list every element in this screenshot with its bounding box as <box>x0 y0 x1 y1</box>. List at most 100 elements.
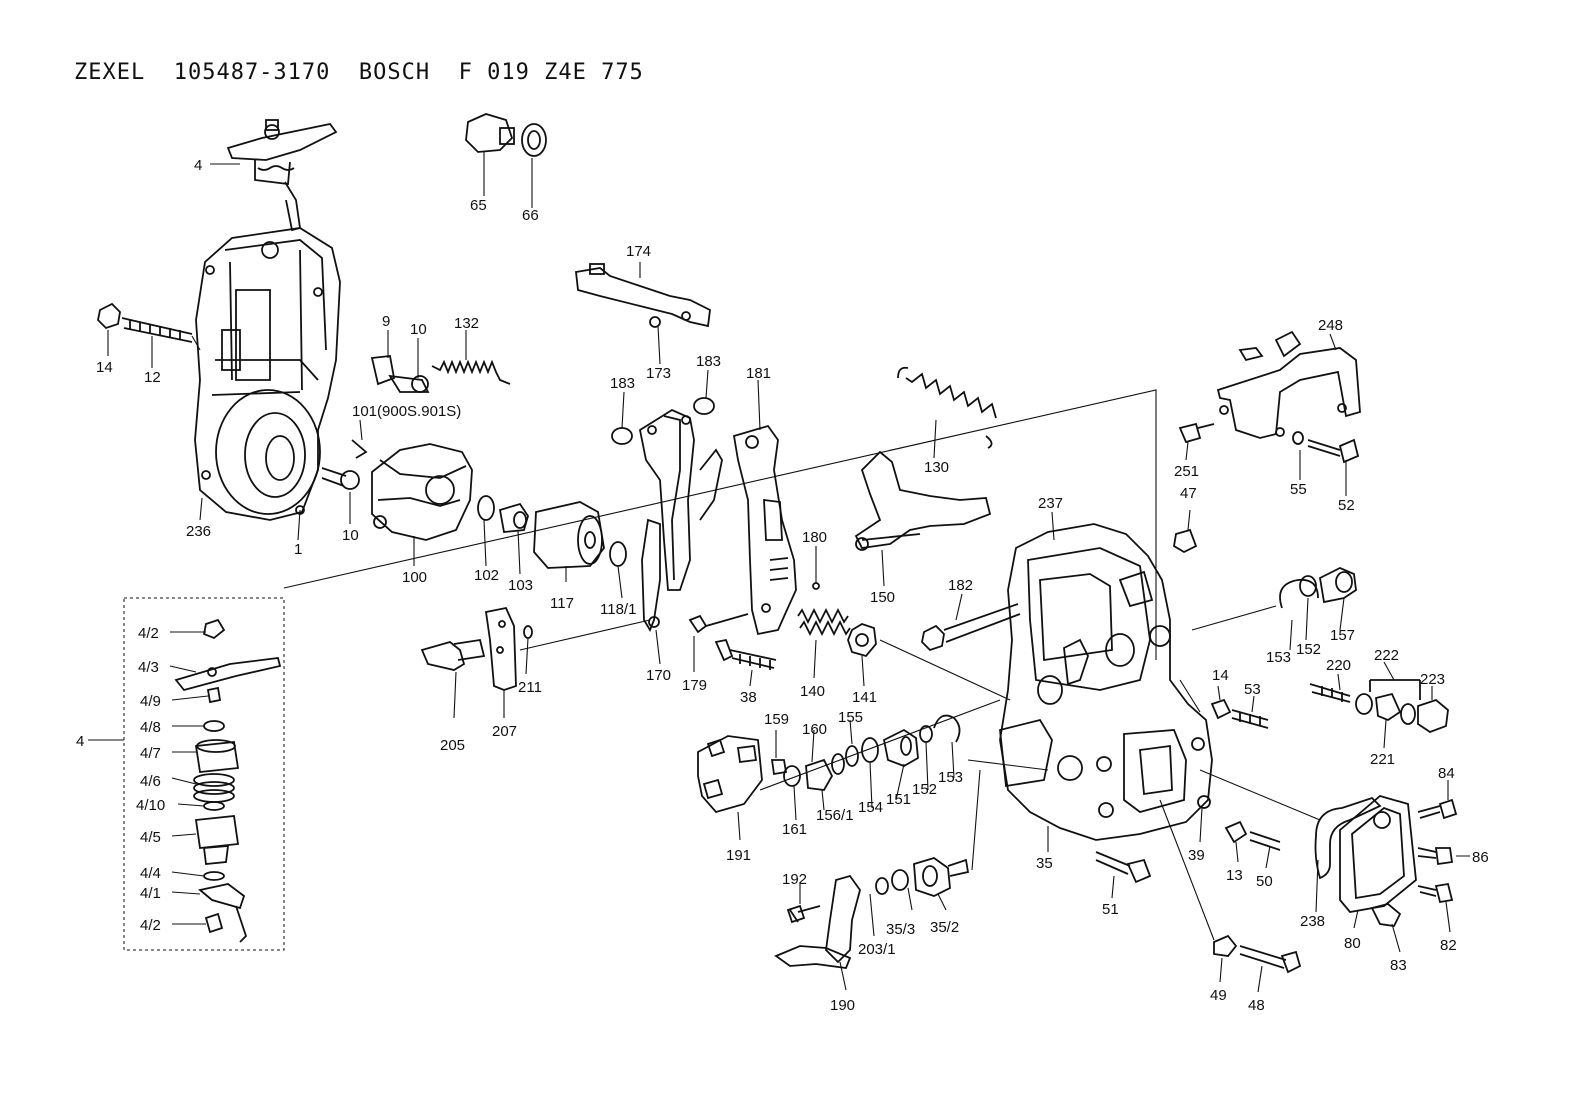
callout-80: 80 <box>1344 935 1361 952</box>
shaft-parts-102-103-117-118 <box>477 495 627 569</box>
bracket-248 <box>1178 330 1361 464</box>
callout-155: 155 <box>838 709 863 726</box>
callout-222: 222 <box>1374 647 1399 664</box>
callout-103: 103 <box>508 577 533 594</box>
callout-10-upper: 10 <box>410 321 427 338</box>
governor-housing <box>194 227 341 521</box>
callout-220: 220 <box>1326 657 1351 674</box>
callout-35-2: 35/2 <box>930 919 959 936</box>
callout-183-right: 183 <box>696 353 721 370</box>
callout-83: 83 <box>1390 957 1407 974</box>
callout-152-left: 152 <box>912 781 937 798</box>
callout-49: 49 <box>1210 987 1227 1004</box>
callout-65: 65 <box>470 197 487 214</box>
clip-153-oring-152-plug-157 <box>1279 567 1357 609</box>
callout-labels: 4 65 66 174 14 12 9 10 132 173 183 183 1… <box>76 157 1489 1014</box>
block-191 <box>697 735 763 814</box>
callout-161: 161 <box>782 821 807 838</box>
callout-4: 4 <box>194 157 202 174</box>
callout-170: 170 <box>646 667 671 684</box>
callout-12: 12 <box>144 369 161 386</box>
callout-13: 13 <box>1226 867 1243 884</box>
callout-223: 223 <box>1420 671 1445 688</box>
diagram-title: ZEXEL 105487-3170 BOSCH F 019 Z4E 775 <box>74 60 644 85</box>
callout-4-3: 4/3 <box>138 659 159 676</box>
callout-191: 191 <box>726 847 751 864</box>
pin-205-plate-207-clip-211 <box>420 606 533 691</box>
bracket-174 <box>575 263 711 328</box>
callout-52: 52 <box>1338 497 1355 514</box>
callout-53: 53 <box>1244 681 1261 698</box>
callout-117: 117 <box>550 595 574 612</box>
callout-1: 1 <box>294 541 302 558</box>
callout-39: 39 <box>1188 847 1205 864</box>
callout-4-8: 4/8 <box>140 719 161 736</box>
lever-assembly-170 <box>611 397 723 633</box>
callout-35: 35 <box>1036 855 1053 872</box>
callout-4-7: 4/7 <box>140 745 161 762</box>
callout-4-9: 4/9 <box>140 693 161 710</box>
callout-150: 150 <box>870 589 895 606</box>
callout-4-5: 4/5 <box>140 829 161 846</box>
leader-lines <box>88 152 1470 993</box>
callout-48: 48 <box>1248 997 1265 1014</box>
callout-4-10: 4/10 <box>136 797 165 814</box>
callout-181: 181 <box>746 365 771 382</box>
part-4-lever-assembly <box>226 119 338 232</box>
callout-4-2-top: 4/2 <box>138 625 159 642</box>
callout-221: 221 <box>1370 751 1395 768</box>
bolt-182 <box>921 603 1021 652</box>
callout-35-3: 35/3 <box>886 921 915 938</box>
cylinder-parts-151-161 <box>770 714 961 791</box>
callout-14-right: 14 <box>1212 667 1229 684</box>
plug-65-washer-66 <box>465 113 547 157</box>
callout-102: 102 <box>474 567 499 584</box>
callout-238: 238 <box>1300 913 1325 930</box>
lever-181 <box>732 424 820 636</box>
callout-100: 100 <box>402 569 427 586</box>
callout-86: 86 <box>1472 849 1489 866</box>
callout-173: 173 <box>646 365 671 382</box>
callout-153-left: 153 <box>938 769 963 786</box>
callout-205: 205 <box>440 737 465 754</box>
callout-132: 132 <box>454 315 479 332</box>
callout-157: 157 <box>1330 627 1355 644</box>
callout-130: 130 <box>924 459 949 476</box>
callout-174: 174 <box>626 243 651 260</box>
callout-140: 140 <box>800 683 825 700</box>
nut-14-stud-53 <box>1210 698 1269 729</box>
cover-80-gasket-238 <box>1314 795 1458 927</box>
callout-47: 47 <box>1180 485 1197 502</box>
nut-14-stud-12 <box>97 302 193 343</box>
pump-housing-237 <box>999 523 1213 841</box>
callout-14-left: 14 <box>96 359 113 376</box>
callout-4-box: 4 <box>76 733 84 750</box>
callout-4-4: 4/4 <box>140 865 161 882</box>
bolts-35-39-48-51 <box>1095 820 1302 974</box>
callout-84: 84 <box>1438 765 1455 782</box>
callout-101: 101(900S.901S) <box>352 403 461 420</box>
callout-9: 9 <box>382 313 390 330</box>
lever-190-nut-35-2 <box>774 857 970 969</box>
callout-203-1: 203/1 <box>858 941 896 958</box>
callout-4-1: 4/1 <box>140 885 161 902</box>
bolt-10-lower <box>321 467 360 490</box>
callout-118-1: 118/1 <box>600 601 636 618</box>
callout-182: 182 <box>948 577 973 594</box>
callout-192: 192 <box>782 871 807 888</box>
plug-47 <box>1173 528 1198 554</box>
callout-159: 159 <box>764 711 789 728</box>
callout-4-2-bottom: 4/2 <box>140 917 161 934</box>
callout-207: 207 <box>492 723 517 740</box>
screw-220-parts-221-223 <box>1309 679 1449 734</box>
callout-236: 236 <box>186 523 211 540</box>
clip-9-bolt-10-spring-132 <box>370 355 511 393</box>
callout-51: 51 <box>1102 901 1119 918</box>
callout-183-left: 183 <box>610 375 635 392</box>
part-4-exploded-box <box>123 597 285 951</box>
callout-10-lower: 10 <box>342 527 359 544</box>
callout-4-6: 4/6 <box>140 773 161 790</box>
callout-160: 160 <box>802 721 827 738</box>
callout-190: 190 <box>830 997 855 1014</box>
